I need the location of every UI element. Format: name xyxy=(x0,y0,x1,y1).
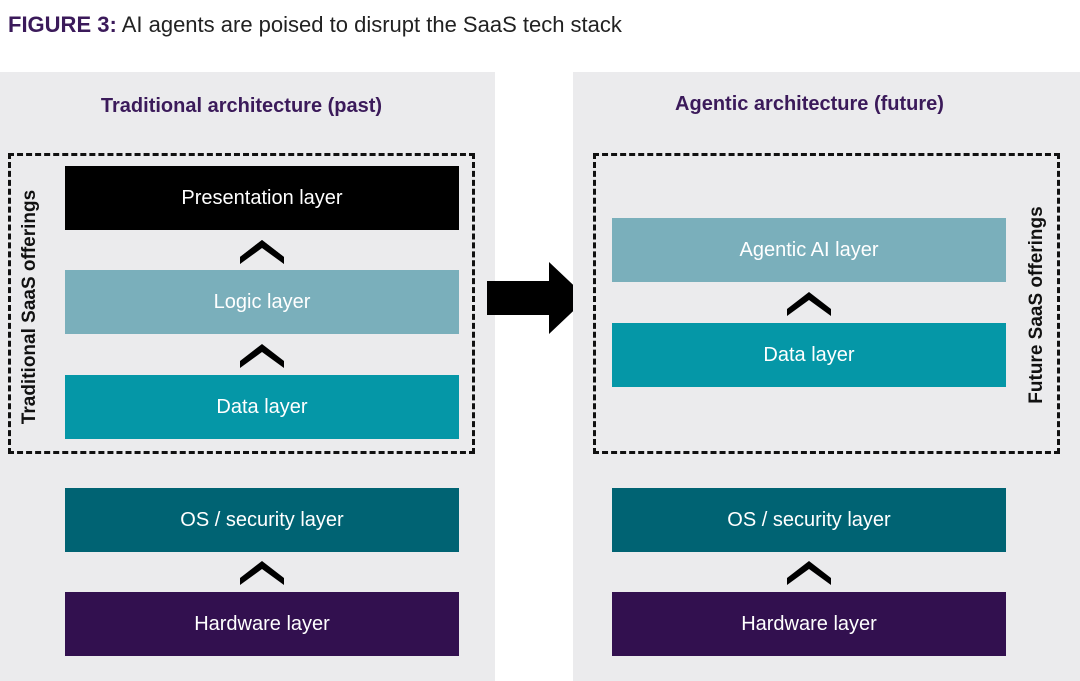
chevron-up-icon xyxy=(240,240,284,264)
traditional-group-label: Traditional SaaS offerings xyxy=(19,189,40,425)
data-layer: Data layer xyxy=(65,375,459,439)
os-security-layer: OS / security layer xyxy=(612,488,1006,552)
future-group-label: Future SaaS offerings xyxy=(1026,206,1047,404)
chevron-up-icon xyxy=(787,561,831,585)
agentic-title: Agentic architecture (future) xyxy=(675,93,944,115)
future-saas-group xyxy=(593,153,1060,454)
figure-label: FIGURE 3: xyxy=(8,12,117,37)
logic-layer: Logic layer xyxy=(65,270,459,334)
figure-caption: AI agents are poised to disrupt the SaaS… xyxy=(121,12,622,37)
right-arrow-icon xyxy=(487,262,587,334)
chevron-up-icon xyxy=(787,292,831,316)
os-security-layer: OS / security layer xyxy=(65,488,459,552)
agentic-ai-layer: Agentic AI layer xyxy=(612,218,1006,282)
traditional-saas-group xyxy=(8,153,475,454)
presentation-layer: Presentation layer xyxy=(65,166,459,230)
hardware-layer: Hardware layer xyxy=(612,592,1006,656)
hardware-layer: Hardware layer xyxy=(65,592,459,656)
chevron-up-icon xyxy=(240,344,284,368)
traditional-title: Traditional architecture (past) xyxy=(100,95,383,117)
data-layer: Data layer xyxy=(612,323,1006,387)
chevron-up-icon xyxy=(240,561,284,585)
figure-title: FIGURE 3: AI agents are poised to disrup… xyxy=(8,12,622,38)
